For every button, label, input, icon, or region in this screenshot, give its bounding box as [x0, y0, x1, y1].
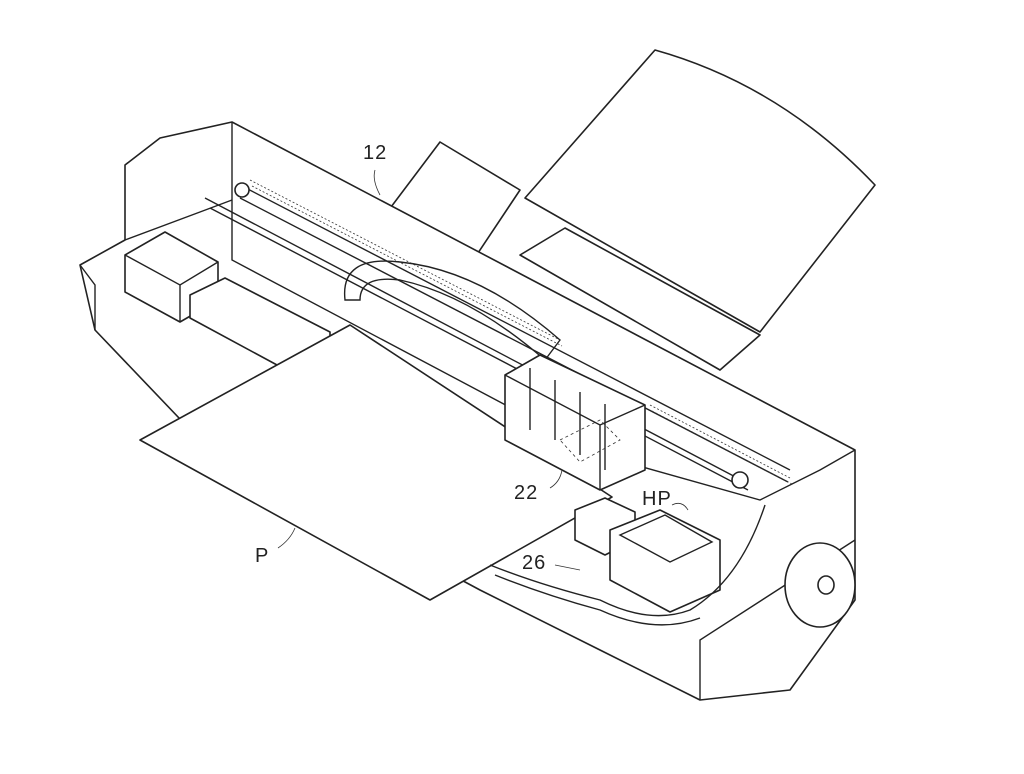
guide-rail: [204, 179, 793, 491]
feed-knob: [784, 542, 856, 628]
leader-lines: [277, 169, 689, 571]
carriage: [504, 354, 646, 491]
paper-tray: [384, 49, 876, 371]
side-block: [124, 231, 331, 373]
label-home-position: HP: [642, 488, 672, 510]
label-cap-unit: 26: [522, 552, 547, 574]
label-carriage: 22: [514, 482, 539, 504]
paper-sheet: [139, 324, 613, 601]
label-guide-rail: 12: [363, 142, 388, 164]
flexible-cable: [343, 260, 561, 362]
cap-unit: [489, 497, 766, 626]
label-paper: P: [255, 545, 270, 567]
